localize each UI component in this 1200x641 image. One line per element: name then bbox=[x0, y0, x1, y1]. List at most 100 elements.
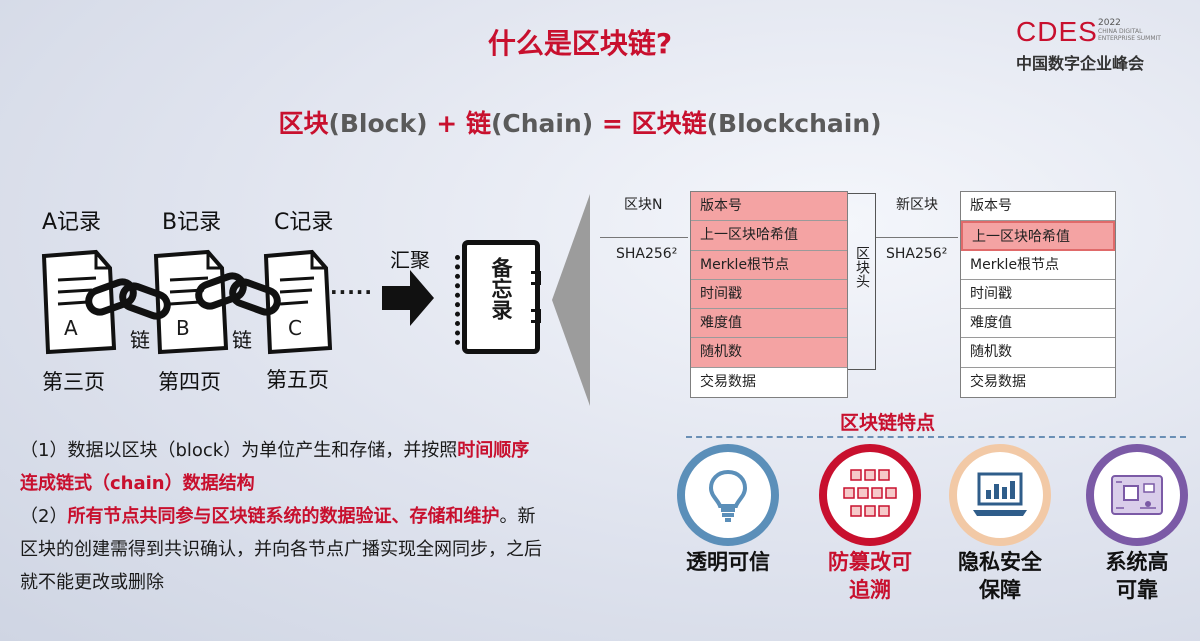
notebook-tab bbox=[531, 271, 541, 285]
record-b-label: B记录 bbox=[162, 210, 222, 235]
desc-p1-bold-time-order: 时间顺序 bbox=[457, 440, 530, 461]
new-block-table: 版本号 上一区块哈希值 Merkle根节点 时间戳 难度值 随机数 交易数据 bbox=[960, 191, 1116, 399]
desc-p2-bold: 所有节点共同参与区块链系统的数据验证、存储和维护 bbox=[67, 506, 500, 527]
new-block-row-transactions: 交易数据 bbox=[961, 367, 1115, 398]
block-n-row-merkle: Merkle根节点 bbox=[691, 250, 847, 280]
logo-brand: CDES bbox=[1016, 16, 1098, 47]
feature-transparent-line1: 透明可信 bbox=[686, 550, 770, 574]
desc-p2-rest2: 区块的创建需得到共识确认，并向各节点广播实现全网同步，之后 bbox=[20, 539, 542, 560]
page-four-label: 第四页 bbox=[158, 370, 221, 394]
description-line-5: 就不能更改或删除 bbox=[20, 566, 660, 599]
continuation-dots: ····· bbox=[330, 280, 373, 304]
feature-reliable-line1: 系统高 bbox=[1105, 550, 1169, 574]
desc-p1-bold-chain-structure: 连成链式（chain）数据结构 bbox=[20, 473, 255, 494]
new-block-row-merkle: Merkle根节点 bbox=[961, 250, 1115, 280]
chain-link-bc-icon bbox=[195, 272, 281, 316]
feature-tamperproof-circle bbox=[819, 444, 921, 546]
block-n-row-version: 版本号 bbox=[691, 192, 847, 222]
desc-p2-prefix: （2） bbox=[20, 506, 68, 527]
block-n-hash-arrow bbox=[600, 237, 688, 238]
feature-reliable-circle bbox=[1086, 444, 1188, 546]
page-c-icon bbox=[263, 249, 333, 355]
feature-privacy-circle bbox=[949, 444, 1051, 546]
desc-p2-rest1: 。新 bbox=[499, 506, 536, 527]
block-header-label: 区块头 bbox=[854, 246, 870, 288]
lightbulb-icon bbox=[708, 469, 748, 522]
blockchain-formula: 区块(Block) + 链(Chain) = 区块链(Blockchain) bbox=[0, 104, 1160, 140]
description-line-3: （2）所有节点共同参与区块链系统的数据验证、存储和维护。新 bbox=[20, 500, 660, 533]
logo-english-line1: CHINA DIGITAL bbox=[1098, 28, 1143, 35]
page-b-letter: B bbox=[176, 316, 190, 340]
cubes-icon bbox=[843, 469, 897, 517]
page-c-letter: C bbox=[288, 316, 302, 340]
formula-chain: 链 bbox=[465, 109, 491, 138]
notebook-binding bbox=[455, 255, 469, 345]
aggregate-label: 汇聚 bbox=[390, 248, 430, 272]
notebook-label: 备忘录 bbox=[489, 257, 513, 320]
block-n-label: 区块N bbox=[624, 197, 663, 213]
aggregate-arrow-icon bbox=[382, 270, 434, 326]
block-n-hash-label: SHA256² bbox=[616, 246, 678, 262]
feature-reliable-label: 系统高 可靠 bbox=[1077, 548, 1197, 604]
feature-privacy-label: 隐私安全 保障 bbox=[940, 548, 1060, 604]
feature-tamperproof-line1: 防篡改可 bbox=[828, 550, 912, 574]
feature-privacy-line2: 保障 bbox=[979, 578, 1021, 602]
circuit-board-icon bbox=[1111, 475, 1163, 515]
logo-chinese: 中国数字企业峰会 bbox=[1016, 54, 1145, 73]
new-block-row-timestamp: 时间戳 bbox=[961, 279, 1115, 310]
feature-privacy-line1: 隐私安全 bbox=[958, 550, 1042, 574]
new-block-hash-label: SHA256² bbox=[886, 246, 948, 262]
new-block-label: 新区块 bbox=[896, 197, 938, 213]
record-a-label: A记录 bbox=[42, 210, 102, 235]
formula-chain-en: (Chain) bbox=[490, 109, 594, 138]
new-block-row-version: 版本号 bbox=[961, 192, 1115, 222]
new-block-row-prev-hash: 上一区块哈希值 bbox=[961, 221, 1115, 251]
feature-transparent-label: 透明可信 bbox=[668, 548, 788, 576]
block-n-row-prev-hash: 上一区块哈希值 bbox=[691, 221, 847, 251]
formula-blockchain-en: (Blockchain) bbox=[706, 109, 882, 138]
description-line-1: （1）数据以区块（block）为单位产生和存储，并按照时间顺序 bbox=[20, 434, 660, 467]
page-three-label: 第三页 bbox=[42, 370, 105, 394]
chain-link-ab-icon bbox=[85, 278, 171, 320]
block-header-bracket bbox=[848, 193, 876, 370]
chain-label-ab: 链 bbox=[130, 328, 150, 352]
zoom-funnel-shape bbox=[552, 194, 590, 406]
description-text: （1）数据以区块（block）为单位产生和存储，并按照时间顺序 连成链式（cha… bbox=[20, 434, 660, 599]
block-n-row-timestamp: 时间戳 bbox=[691, 279, 847, 310]
block-n-row-difficulty: 难度值 bbox=[691, 309, 847, 339]
formula-plus: + bbox=[436, 109, 458, 138]
page-a-icon bbox=[41, 249, 117, 355]
description-line-4: 区块的创建需得到共识确认，并向各节点广播实现全网同步，之后 bbox=[20, 533, 660, 566]
cdes-logo: CDES 2022 CHINA DIGITAL ENTERPRISE SUMMI… bbox=[1016, 16, 1186, 76]
feature-tamperproof-label: 防篡改可 追溯 bbox=[810, 548, 930, 604]
formula-equals: = bbox=[601, 109, 623, 138]
feature-reliable-line2: 可靠 bbox=[1116, 578, 1158, 602]
features-divider bbox=[686, 436, 1186, 438]
page-b-icon bbox=[153, 249, 229, 355]
new-block-hash-arrow bbox=[876, 237, 958, 238]
slide-title: 什么是区块链? bbox=[487, 27, 673, 60]
logo-year: 2022 bbox=[1098, 18, 1121, 28]
logo-english-line2: ENTERPRISE SUMMIT bbox=[1098, 35, 1161, 42]
feature-tamperproof-line2: 追溯 bbox=[849, 578, 891, 602]
chain-label-bc: 链 bbox=[232, 328, 252, 352]
page-five-label: 第五页 bbox=[266, 368, 329, 392]
page-a-letter: A bbox=[64, 316, 78, 340]
laptop-chart-icon bbox=[973, 472, 1027, 516]
new-block-row-nonce: 随机数 bbox=[961, 338, 1115, 368]
block-n-row-nonce: 随机数 bbox=[691, 338, 847, 368]
record-c-label: C记录 bbox=[274, 210, 334, 235]
formula-blockchain: 区块链 bbox=[631, 109, 707, 138]
new-block-row-difficulty: 难度值 bbox=[961, 309, 1115, 339]
block-n-table: 版本号 上一区块哈希值 Merkle根节点 时间戳 难度值 随机数 交易数据 bbox=[690, 191, 848, 399]
record-pages-illustration bbox=[41, 249, 434, 355]
formula-block-en: (Block) bbox=[328, 109, 428, 138]
memo-notebook-icon: 备忘录 bbox=[455, 240, 541, 354]
desc-p1-normal: （1）数据以区块（block）为单位产生和存储，并按照 bbox=[20, 440, 458, 461]
logo-english: CHINA DIGITAL ENTERPRISE SUMMIT bbox=[1098, 28, 1168, 42]
description-line-2: 连成链式（chain）数据结构 bbox=[20, 467, 660, 500]
desc-p2-rest3: 就不能更改或删除 bbox=[20, 572, 164, 593]
features-title: 区块链特点 bbox=[840, 412, 936, 434]
notebook-tab bbox=[531, 309, 541, 323]
block-n-row-transactions: 交易数据 bbox=[691, 367, 847, 398]
